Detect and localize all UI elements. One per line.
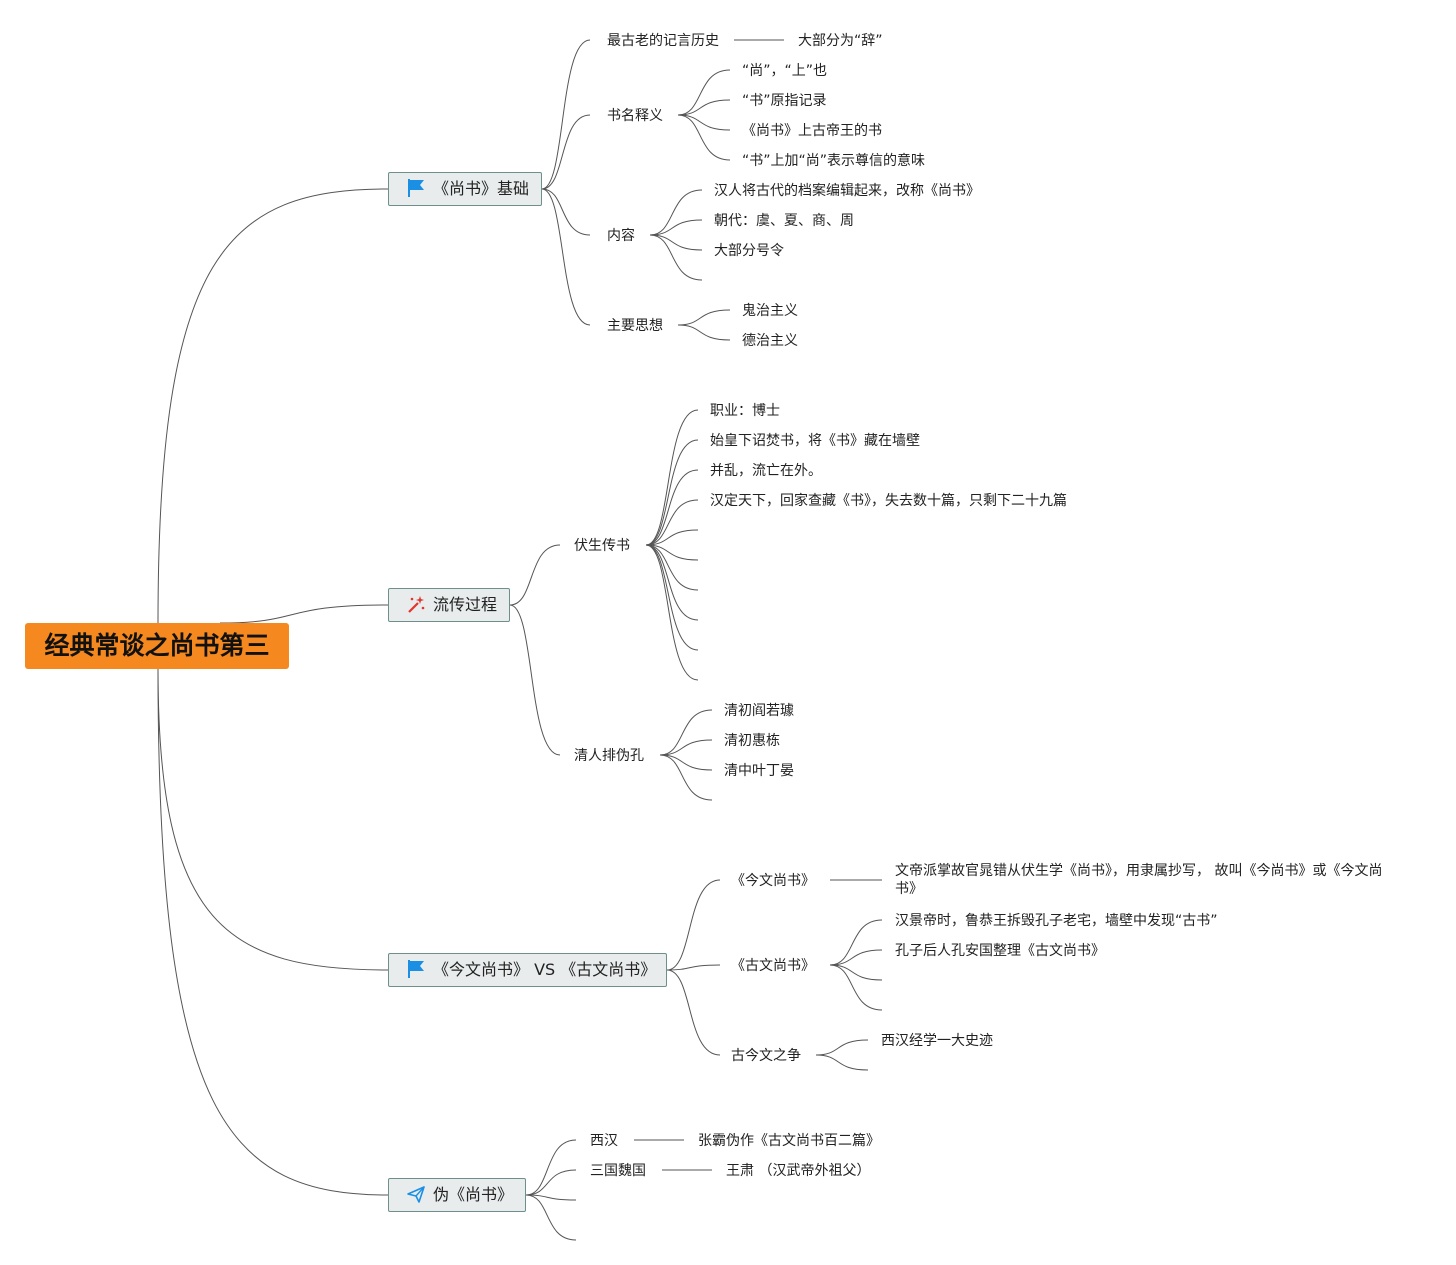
leaf-item[interactable]: 大部分为“辞” xyxy=(798,33,883,49)
leaf-item[interactable]: 鬼治主义 xyxy=(742,303,798,319)
connector xyxy=(525,1194,577,1201)
connector xyxy=(645,544,699,561)
connector xyxy=(525,1169,577,1196)
topic-wei-kingdom[interactable]: 三国魏国 xyxy=(590,1163,646,1179)
connector xyxy=(541,188,591,326)
leaf-item[interactable]: 汉人将古代的档案编辑起来，改称《尚书》 xyxy=(714,183,980,199)
branch-jinwen-vs-guwen[interactable]: 《今文尚书》 VS 《古文尚书》 xyxy=(388,953,667,987)
connector xyxy=(509,544,561,606)
topic-content[interactable]: 内容 xyxy=(607,228,635,244)
connector xyxy=(157,668,389,971)
leaf-item[interactable]: 《尚书》上古帝王的书 xyxy=(742,123,882,139)
connector xyxy=(677,114,731,161)
connector xyxy=(829,964,883,1011)
branch-label: 《尚书》基础 xyxy=(433,179,530,198)
leaf-item[interactable]: 德治主义 xyxy=(742,333,798,349)
connector xyxy=(645,499,699,546)
leaf-item[interactable]: 张霸伪作《古文尚书百二篇》 xyxy=(698,1133,880,1149)
leaf-item[interactable]: 文帝派掌故官晁错从伏生学《尚书》，用隶属抄写， 故叫《今尚书》或《今文尚书》 xyxy=(895,863,1383,897)
connector xyxy=(677,99,731,116)
branch-label: 《今文尚书》 VS 《古文尚书》 xyxy=(433,960,657,979)
connector xyxy=(815,1054,869,1071)
connector xyxy=(645,469,699,546)
connector xyxy=(525,1139,577,1196)
connector xyxy=(525,1194,577,1241)
leaf-item[interactable]: 大部分号令 xyxy=(714,243,784,259)
connector xyxy=(677,114,731,131)
connector xyxy=(645,544,699,621)
leaf-item[interactable]: 清初惠栋 xyxy=(724,733,780,749)
connector xyxy=(645,409,699,546)
topic-qing-critique[interactable]: 清人排伪孔 xyxy=(574,748,644,764)
connector xyxy=(677,69,731,116)
connector xyxy=(829,919,883,966)
leaf-item[interactable]: “尚”，“上”也 xyxy=(742,63,828,79)
leaf-item[interactable]: 并乱，流亡在外。 xyxy=(710,463,822,479)
connector xyxy=(659,754,713,801)
branch-shangshu-basics[interactable]: 《尚书》基础 xyxy=(388,172,542,206)
connector xyxy=(659,709,713,756)
leaf-item[interactable]: “书”上加“尚”表示尊信的意味 xyxy=(742,153,926,169)
connector xyxy=(649,189,703,236)
connector xyxy=(157,668,389,1196)
flag-icon xyxy=(405,958,427,980)
connector xyxy=(659,754,713,771)
connector xyxy=(829,964,883,981)
topic-dispute[interactable]: 古今文之争 xyxy=(731,1048,801,1064)
connector xyxy=(649,219,703,236)
leaf-item[interactable]: 孔子后人孔安国整理《古文尚书》 xyxy=(895,943,1105,959)
leaf-item[interactable]: “书”原指记录 xyxy=(742,93,827,109)
leaf-item[interactable]: 朝代：虞、夏、商、周 xyxy=(714,213,854,229)
branch-label: 流传过程 xyxy=(433,595,498,614)
connector xyxy=(649,234,703,281)
connector xyxy=(541,114,591,190)
leaf-item[interactable]: 王肃 （汉武帝外祖父） xyxy=(726,1163,871,1179)
connector xyxy=(649,234,703,251)
connector xyxy=(666,879,721,971)
connector xyxy=(645,544,699,651)
topic-jinwen[interactable]: 《今文尚书》 xyxy=(731,873,815,889)
connector xyxy=(677,309,731,326)
topic-western-han[interactable]: 西汉 xyxy=(590,1133,618,1149)
topic-oldest-history[interactable]: 最古老的记言历史 xyxy=(607,33,719,49)
connector xyxy=(666,964,721,971)
root-topic[interactable]: 经典常谈之尚书第三 xyxy=(25,623,289,669)
leaf-item[interactable]: 清初阎若璩 xyxy=(724,703,794,719)
connector xyxy=(157,188,389,624)
leaf-item[interactable]: 职业：博士 xyxy=(710,403,780,419)
connector xyxy=(666,969,721,1056)
topic-guwen[interactable]: 《古文尚书》 xyxy=(731,958,815,974)
leaf-item[interactable]: 西汉经学一大史迹 xyxy=(881,1033,993,1049)
connector xyxy=(815,1039,869,1056)
connector xyxy=(829,949,883,966)
leaf-item[interactable]: 始皇下诏焚书，将《书》藏在墙壁 xyxy=(710,433,920,449)
flag-icon xyxy=(405,177,427,199)
connector xyxy=(645,529,699,546)
connector xyxy=(509,604,561,756)
leaf-item[interactable]: 汉定天下，回家查藏《书》，失去数十篇，只剩下二十九篇 xyxy=(710,493,1067,509)
connector xyxy=(219,604,389,624)
connector xyxy=(659,739,713,756)
branch-forged-shangshu[interactable]: 伪《尚书》 xyxy=(388,1178,526,1212)
branch-transmission[interactable]: 流传过程 xyxy=(388,588,510,622)
paper-plane-icon xyxy=(405,1183,427,1205)
topic-main-ideas[interactable]: 主要思想 xyxy=(607,318,663,334)
leaf-item[interactable]: 汉景帝时，鲁恭王拆毁孔子老宅，墙壁中发现“古书” xyxy=(895,913,1218,929)
connector xyxy=(541,188,591,236)
connector xyxy=(645,544,699,681)
magic-wand-icon xyxy=(405,593,427,615)
connector xyxy=(677,324,731,341)
topic-fusheng[interactable]: 伏生传书 xyxy=(574,538,630,554)
branch-label: 伪《尚书》 xyxy=(433,1185,514,1204)
connector xyxy=(645,439,699,546)
leaf-item[interactable]: 清中叶丁晏 xyxy=(724,763,794,779)
topic-title-meaning[interactable]: 书名释义 xyxy=(607,108,663,124)
connector xyxy=(645,544,699,591)
connector xyxy=(541,39,591,190)
